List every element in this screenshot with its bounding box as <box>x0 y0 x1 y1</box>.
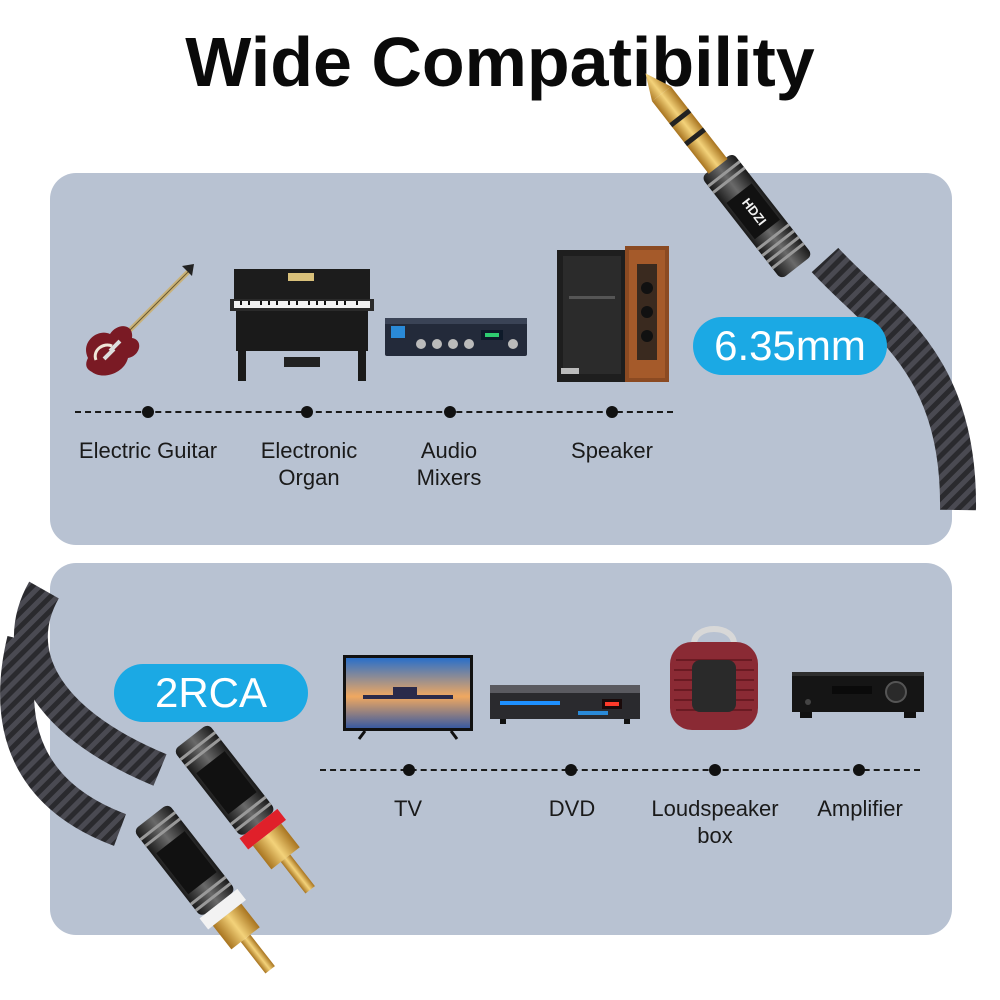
electronic-organ-icon <box>230 269 374 381</box>
timeline-dot <box>709 764 721 776</box>
timeline-dot <box>853 764 865 776</box>
timeline-dot <box>301 406 313 418</box>
speaker-icon <box>557 246 669 382</box>
audio-mixer-icon <box>385 318 527 356</box>
timeline-dot <box>403 764 415 776</box>
tv-icon <box>343 655 473 740</box>
device-label-electric-guitar: Electric Guitar <box>78 438 218 463</box>
device-label-dvd: DVD <box>548 796 596 821</box>
connector-badge-2rca: 2RCA <box>114 664 308 722</box>
amplifier-icon <box>792 672 924 718</box>
timeline-dot <box>606 406 618 418</box>
dvd-player-icon <box>490 685 640 724</box>
timeline-dot <box>565 764 577 776</box>
connector-badge-6-35mm: 6.35mm <box>693 317 887 375</box>
page-title: Wide Compatibility <box>185 23 815 101</box>
loudspeaker-box-icon <box>670 626 758 730</box>
device-label-tv: TV <box>393 796 423 821</box>
timeline-dot <box>142 406 154 418</box>
top-timeline <box>75 411 673 413</box>
timeline-dot <box>444 406 456 418</box>
device-label-amplifier: Amplifier <box>817 796 903 821</box>
electric-guitar-icon <box>86 264 194 376</box>
bottom-timeline <box>320 769 920 771</box>
device-label-speaker: Speaker <box>571 438 653 463</box>
